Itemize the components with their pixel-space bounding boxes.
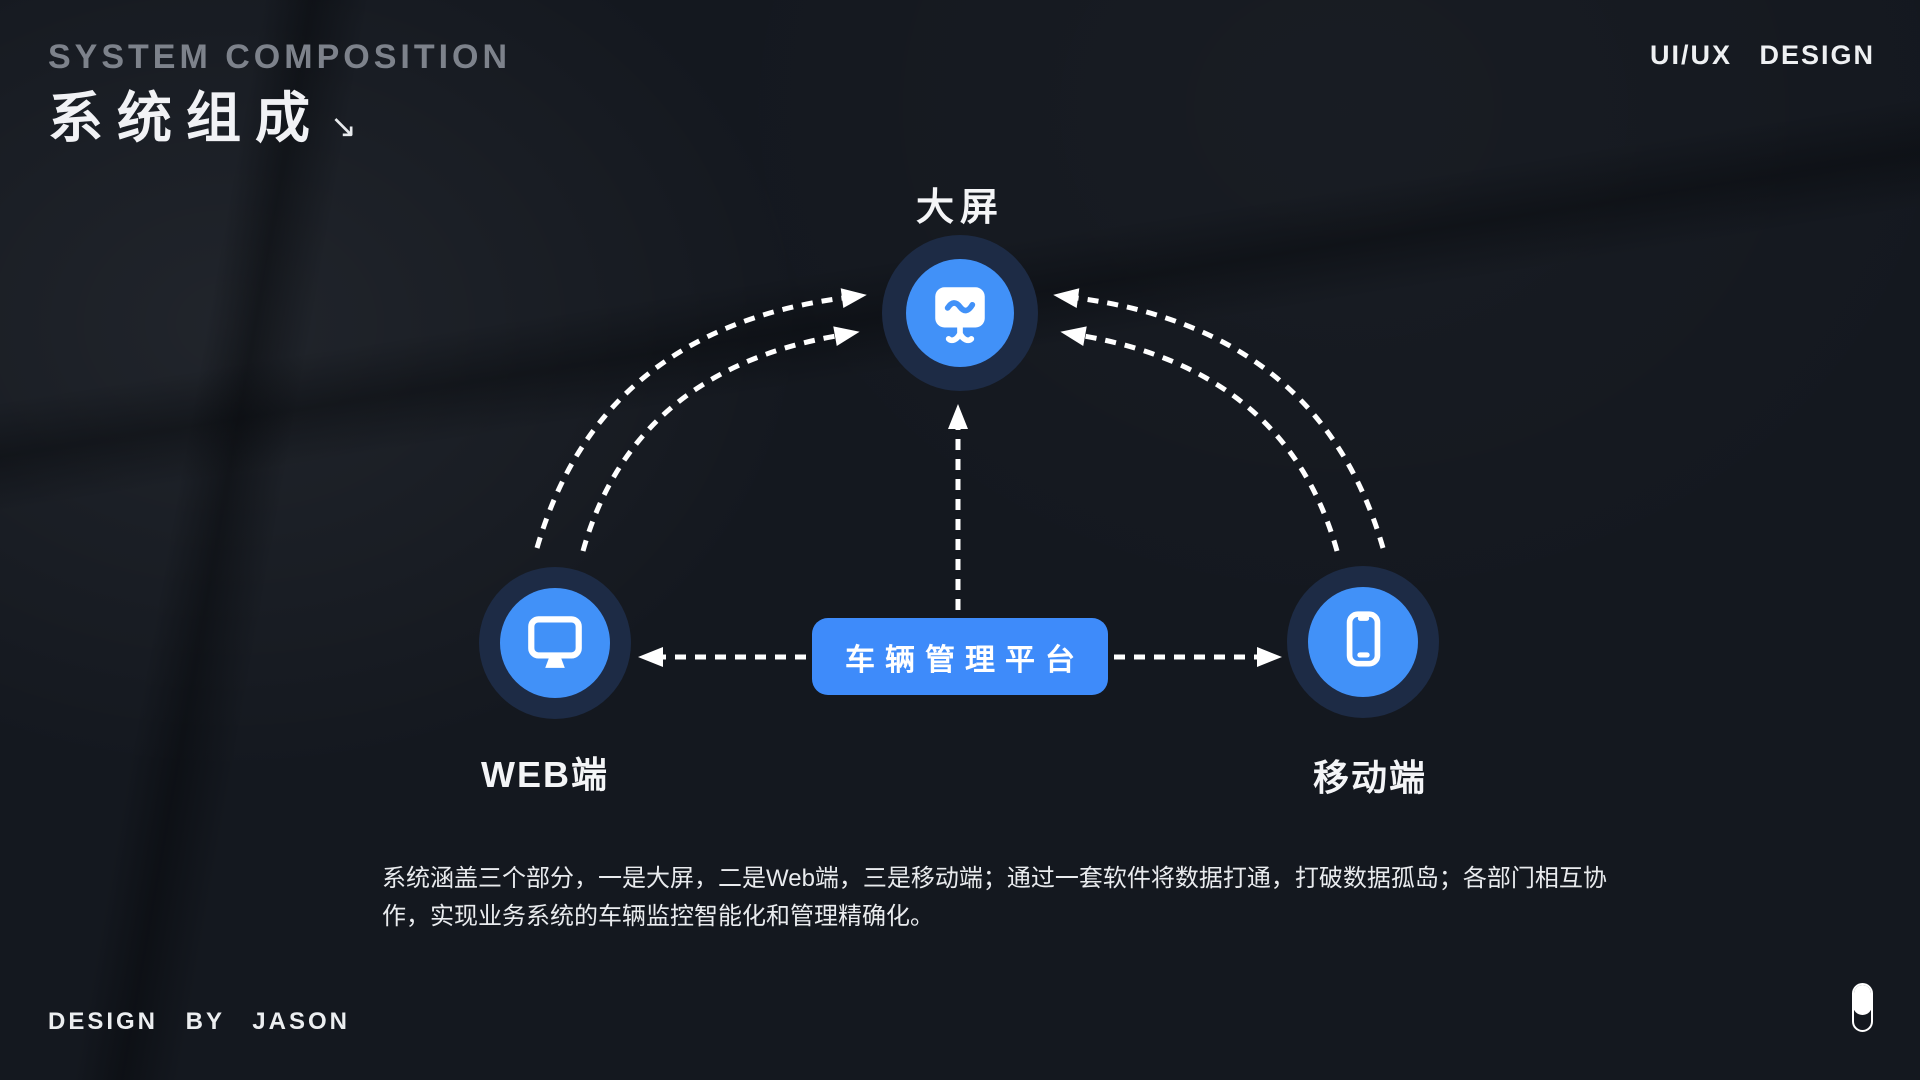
- corner-label: UI/UX DESIGN: [1649, 40, 1875, 70]
- presentation-screen-icon: [927, 278, 993, 349]
- big-screen-node-circle: [906, 259, 1014, 367]
- platform-box: 车辆管理平台: [812, 618, 1108, 695]
- mouse-scroll-icon: [1852, 983, 1873, 1032]
- arrow-down-right-icon: ↘: [330, 107, 357, 144]
- subtitle-en: SYSTEM COMPOSITION: [48, 38, 512, 76]
- monitor-icon: [522, 608, 588, 679]
- description-text: 系统涵盖三个部分，一是大屏，二是Web端，三是移动端；通过一套软件将数据打通，打…: [382, 865, 1607, 930]
- mobile-node-label: 移动端: [1312, 757, 1427, 798]
- connector-web-to-bigscreen-inner: [580, 326, 860, 552]
- web-node: [479, 567, 631, 719]
- mobile-node: [1287, 566, 1439, 718]
- connector-mobile-to-bigscreen-inner: [1060, 326, 1340, 552]
- web-node-label: WEB端: [481, 754, 609, 795]
- page-title-row: 系统组成 ↘: [48, 88, 357, 149]
- mouse-scroll-fill: [1854, 985, 1871, 1015]
- mobile-node-circle: [1308, 587, 1418, 697]
- web-node-circle: [500, 588, 610, 698]
- smartphone-icon: [1330, 607, 1396, 678]
- big-screen-node-label: 大屏: [915, 187, 1004, 229]
- page-title: 系统组成: [48, 87, 325, 149]
- big-screen-node: [882, 235, 1038, 391]
- design-credit: DESIGN BY JASON: [48, 1008, 350, 1035]
- connector-web-to-bigscreen-outer: [534, 288, 867, 549]
- connector-mobile-to-bigscreen-outer: [1053, 288, 1386, 549]
